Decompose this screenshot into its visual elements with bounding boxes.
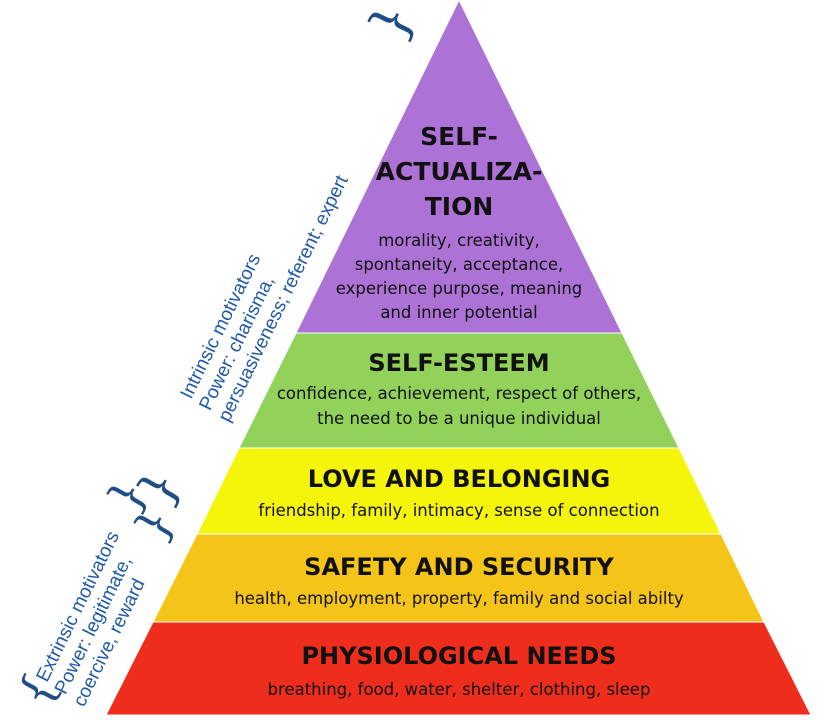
level-physiological: PHYSIOLOGICAL NEEDS breathing, food, wat…	[268, 642, 651, 699]
level-description-line: health, employment, property, family and…	[234, 589, 684, 608]
level-title-line: SELF-	[420, 122, 498, 151]
level-description-line: experience purpose, meaning	[336, 279, 583, 298]
level-description-line: the need to be a unique individual	[317, 409, 601, 428]
curly-brace-icon: }	[358, 0, 426, 50]
level-self-esteem: SELF-ESTEEM confidence, achievement, res…	[277, 349, 641, 428]
level-title-line: TION	[425, 192, 494, 221]
level-title-line: PHYSIOLOGICAL NEEDS	[301, 642, 616, 670]
level-title-line: SELF-ESTEEM	[368, 349, 549, 377]
level-description-line: morality, creativity,	[378, 231, 540, 250]
pyramid	[105, 0, 812, 716]
level-self-actualization: SELF- ACTUALIZA- TION morality, creativi…	[336, 122, 583, 322]
level-description-line: friendship, family, intimacy, sense of c…	[258, 501, 659, 520]
level-description-line: spontaneity, acceptance,	[355, 255, 564, 274]
level-title-line: SAFETY AND SECURITY	[304, 553, 614, 581]
level-description-line: confidence, achievement, respect of othe…	[277, 384, 641, 403]
level-love-belonging: LOVE AND BELONGING friendship, family, i…	[258, 465, 659, 520]
level-title-line: LOVE AND BELONGING	[308, 465, 610, 493]
level-band-physiological	[105, 621, 812, 716]
level-safety-security: SAFETY AND SECURITY health, employment, …	[234, 553, 684, 608]
level-title-line: ACTUALIZA-	[376, 157, 543, 186]
level-description-line: and inner potential	[380, 303, 537, 322]
level-description-line: breathing, food, water, shelter, clothin…	[268, 680, 651, 699]
